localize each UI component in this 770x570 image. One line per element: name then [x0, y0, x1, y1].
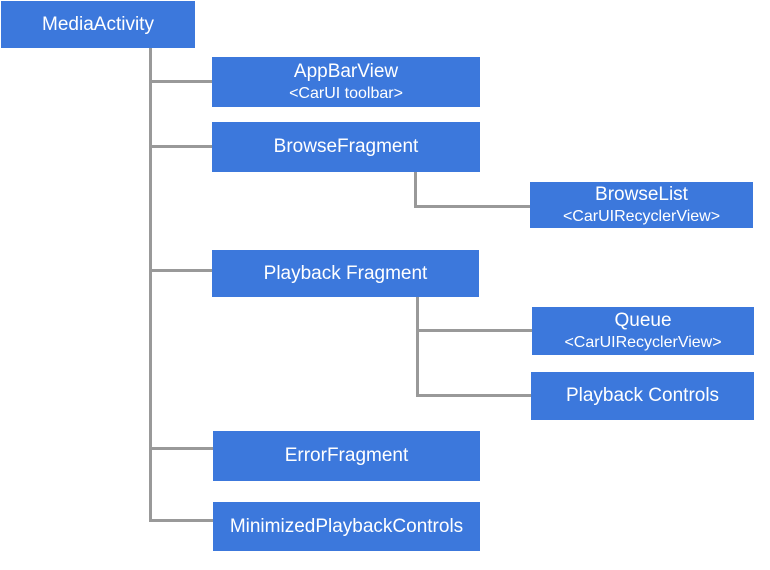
node-label: ErrorFragment: [284, 445, 409, 467]
node-sublabel: <CarUI toolbar>: [289, 84, 403, 102]
node-browse-list: BrowseList <CarUIRecyclerView>: [530, 182, 753, 228]
connector-mediaactivity-minimizedplaybackcontrols: [149, 519, 213, 522]
connector-mediaactivity-appbarview: [149, 80, 212, 83]
node-app-bar-view: AppBarView <CarUI toolbar>: [212, 57, 480, 107]
connector-mediaactivity-browsefragment: [149, 145, 212, 148]
node-sublabel: <CarUIRecyclerView>: [564, 333, 722, 351]
node-label: Playback Fragment: [263, 262, 428, 284]
node-label: BrowseFragment: [273, 136, 419, 158]
node-browse-fragment: BrowseFragment: [212, 122, 480, 172]
node-playback-controls: Playback Controls: [531, 372, 754, 420]
node-label: AppBarView: [293, 61, 399, 83]
connector-playbackfragment-queue: [416, 329, 532, 332]
connector-trunk-mediaactivity: [149, 48, 152, 522]
node-label: BrowseList: [595, 184, 688, 206]
node-playback-fragment: Playback Fragment: [212, 250, 479, 297]
connector-browsefragment-browselist: [414, 205, 530, 208]
connector-playbackfragment-down: [416, 297, 419, 397]
node-error-fragment: ErrorFragment: [213, 431, 480, 481]
node-media-activity: MediaActivity: [1, 1, 195, 48]
node-queue: Queue <CarUIRecyclerView>: [532, 307, 754, 355]
node-label: MinimizedPlaybackControls: [229, 515, 464, 537]
node-label: Queue: [614, 310, 672, 332]
connector-playbackfragment-playbackcontrols: [416, 394, 531, 397]
node-label: Playback Controls: [565, 385, 720, 407]
node-sublabel: <CarUIRecyclerView>: [562, 207, 721, 225]
node-minimized-playback-controls: MinimizedPlaybackControls: [213, 502, 480, 551]
connector-mediaactivity-errorfragment: [149, 447, 213, 450]
node-label: MediaActivity: [42, 13, 154, 35]
connector-mediaactivity-playbackfragment: [149, 269, 212, 272]
connector-browsefragment-down: [414, 172, 417, 208]
